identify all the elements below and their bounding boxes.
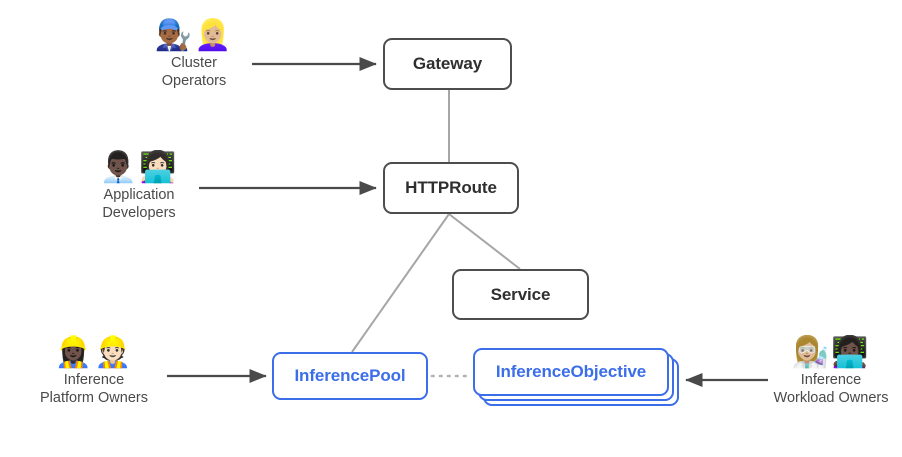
node-inference-objective-label: InferenceObjective	[495, 362, 647, 381]
cluster-operators-emoji-icon: 👨🏾‍🔧👱🏼‍♀️	[154, 19, 234, 52]
inference-workload-owners-label-line1: Inference	[800, 372, 862, 388]
inference-platform-owners-label-line1: Inference	[63, 372, 125, 388]
node-gateway[interactable]: Gateway	[383, 38, 512, 90]
node-httproute-label: HTTPRoute	[405, 178, 497, 198]
application-developers-label-line2: Developers	[102, 205, 176, 221]
inference-workload-owners-emoji-icon: 👩🏼‍🔬👩🏿‍💻	[791, 336, 871, 369]
inference-platform-owners-emoji-icon: 👷🏿‍♀️👷🏻	[54, 336, 134, 369]
cluster-operators-label-line1: Cluster	[171, 55, 217, 71]
persona-inference-platform-owners: 👷🏿‍♀️👷🏻 Inference Platform Owners	[14, 335, 174, 407]
node-inference-objective-stack[interactable]: InferenceObjective	[473, 348, 679, 406]
node-gateway-label: Gateway	[412, 54, 483, 74]
persona-inference-workload-owners: 👩🏼‍🔬👩🏿‍💻 Inference Workload Owners	[760, 335, 902, 407]
persona-application-developers: 👨🏿‍💼👩🏻‍💻 Application Developers	[69, 150, 209, 222]
node-service[interactable]: Service	[452, 269, 589, 320]
cluster-operators-label-line2: Operators	[161, 73, 227, 89]
stack-layer-front	[473, 348, 669, 396]
node-httproute[interactable]: HTTPRoute	[383, 162, 519, 214]
application-developers-label-line1: Application	[103, 187, 175, 203]
inference-platform-owners-label-line2: Platform Owners	[40, 390, 148, 406]
application-developers-emoji-icon: 👨🏿‍💼👩🏻‍💻	[99, 151, 179, 184]
inference-workload-owners-label-line2: Workload Owners	[773, 390, 889, 406]
node-service-label: Service	[490, 284, 551, 304]
edge-httproute-service	[448, 213, 521, 270]
node-inference-objective[interactable]: InferenceObjective	[473, 348, 669, 396]
persona-cluster-operators: 👨🏾‍🔧👱🏼‍♀️ Cluster Operators	[134, 18, 254, 90]
node-inference-pool[interactable]: InferencePool	[272, 352, 428, 400]
edge-httproute-inferencepool	[351, 213, 450, 353]
node-inference-pool-label: InferencePool	[294, 366, 406, 386]
